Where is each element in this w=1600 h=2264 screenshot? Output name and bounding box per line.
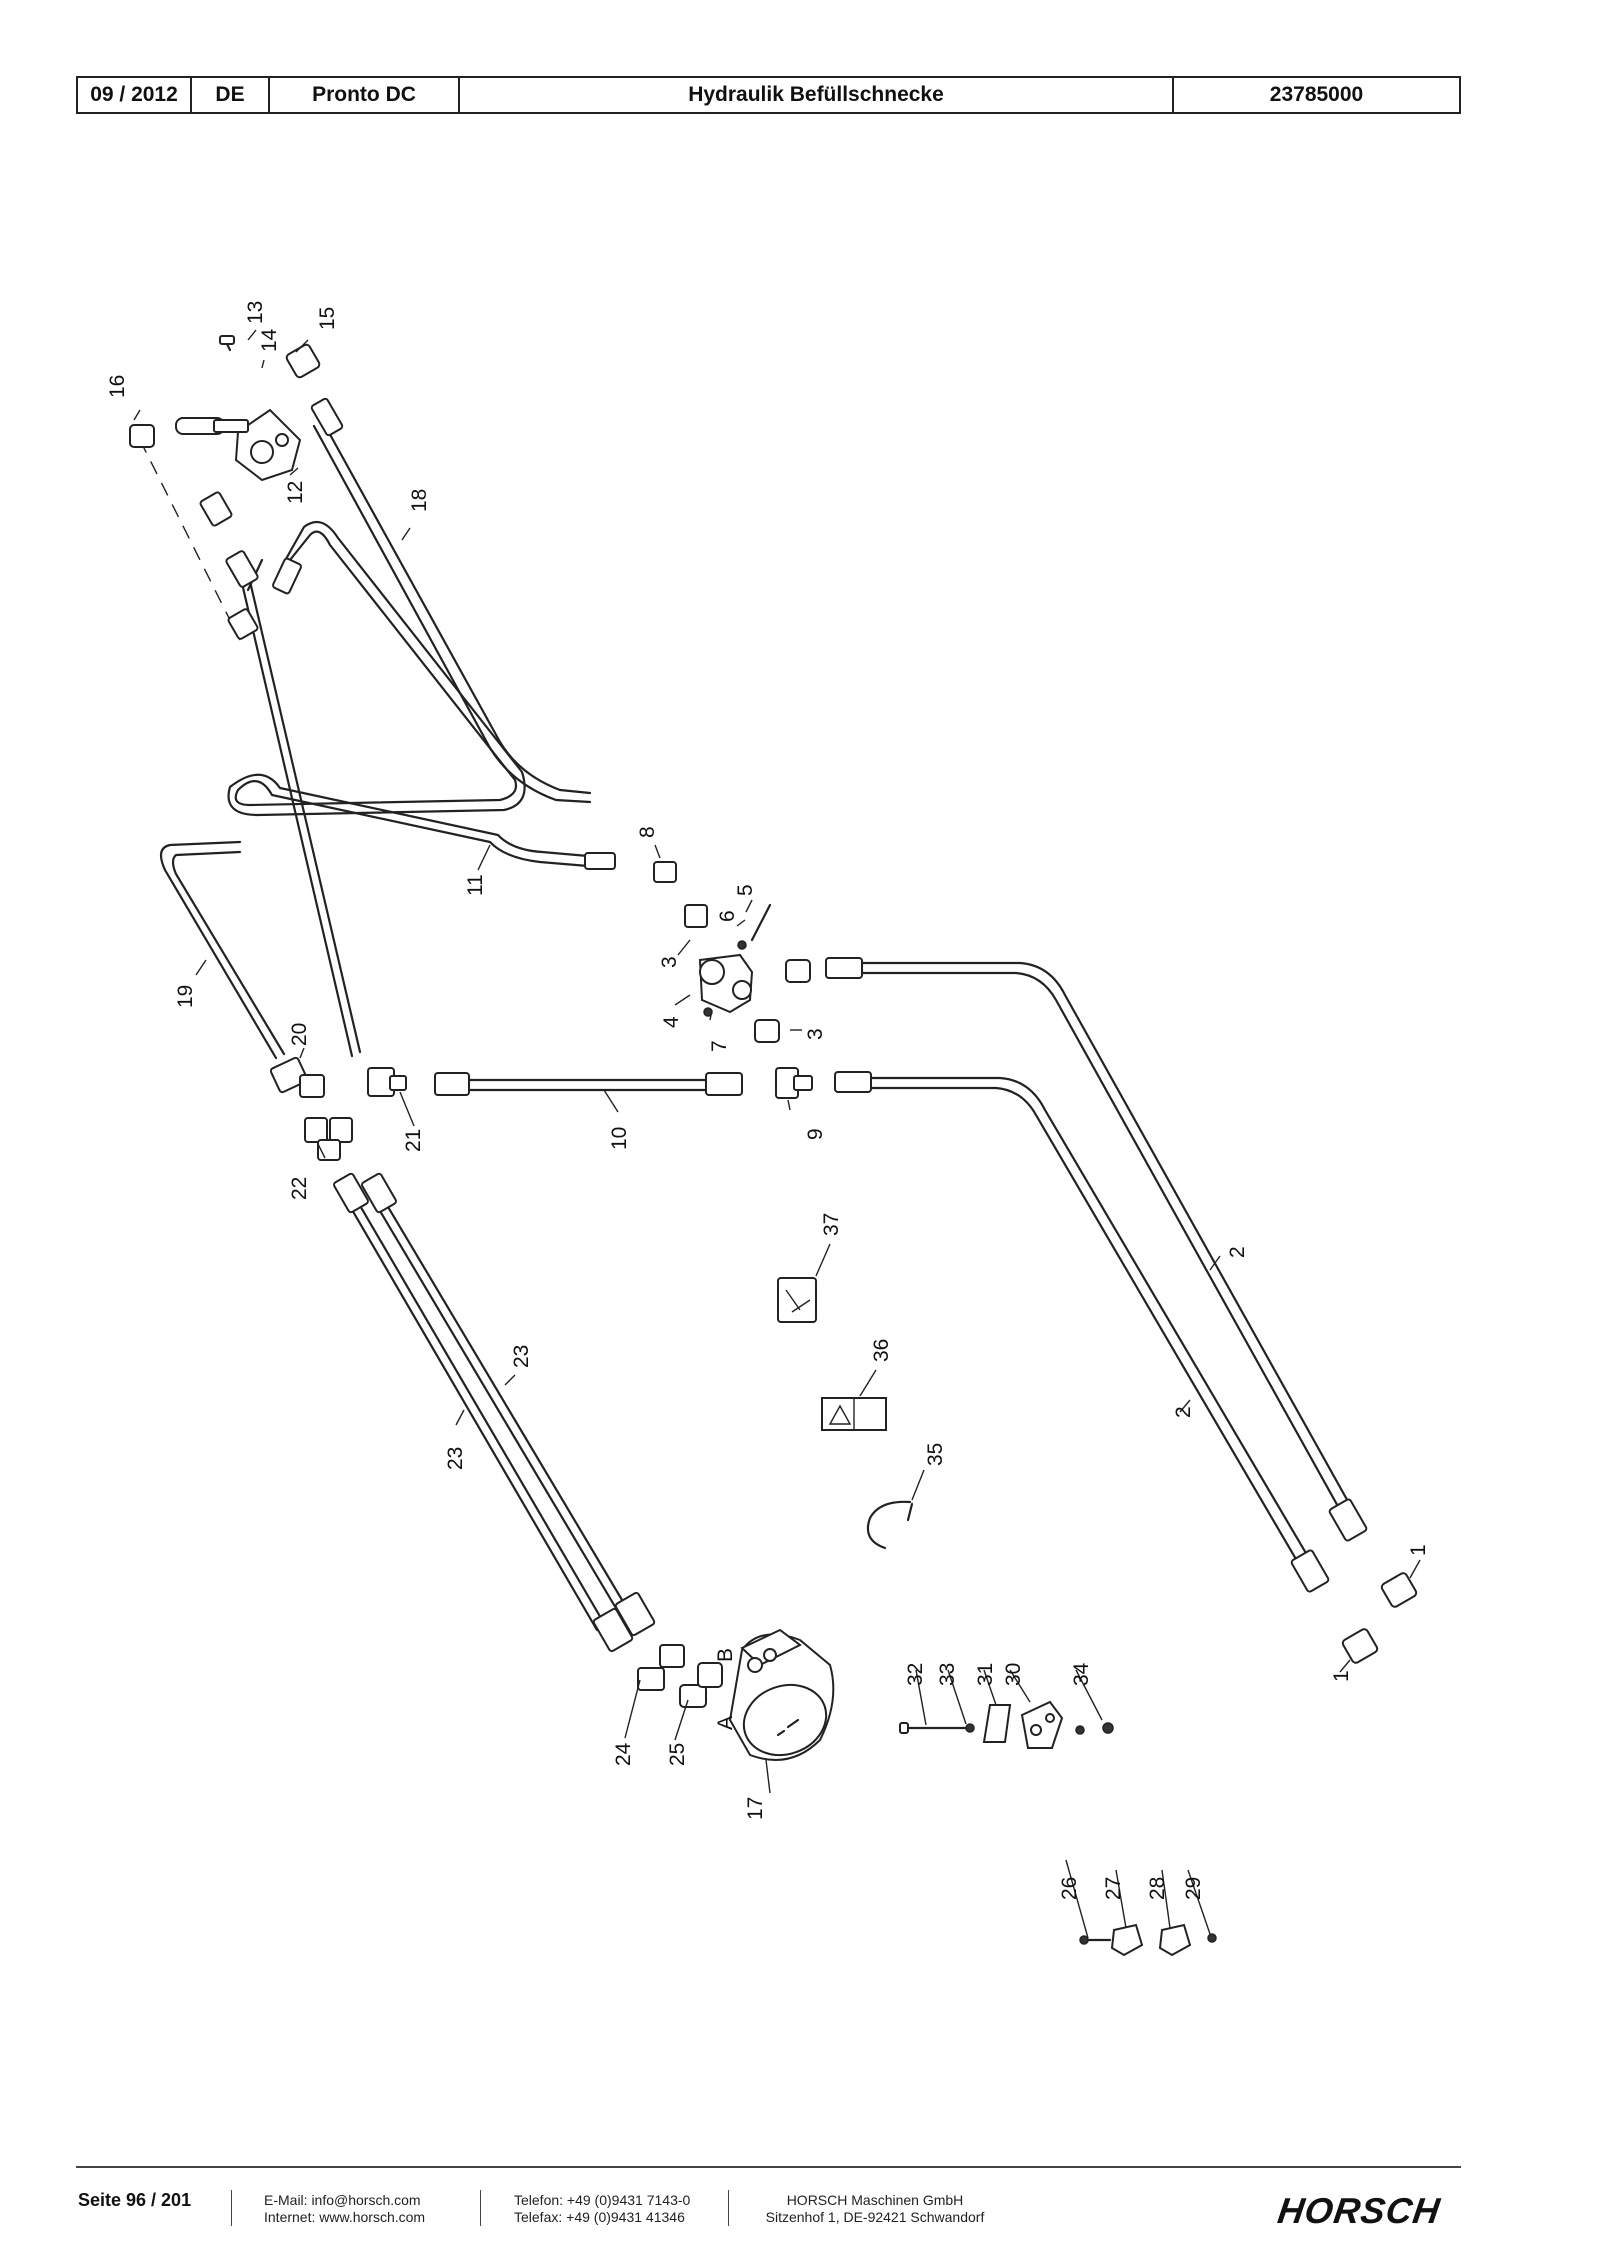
footer-separator: [728, 2190, 729, 2226]
label-12: 12: [284, 481, 307, 504]
label-1b: 1: [1330, 1670, 1353, 1682]
label-19: 19: [174, 985, 197, 1008]
footer-separator: [480, 2190, 481, 2226]
label-7: 7: [708, 1040, 731, 1052]
label-8: 8: [636, 826, 659, 838]
label-27: 27: [1102, 1877, 1125, 1900]
header-table: 09 / 2012 DE Pronto DC Hydraulik Befülls…: [76, 76, 1461, 114]
footer-phone: Telefon: +49 (0)9431 7143-0: [514, 2192, 691, 2208]
label-23a: 23: [510, 1345, 533, 1368]
label-30: 30: [1002, 1663, 1025, 1686]
hose-18: [312, 418, 592, 804]
footer-separator: [231, 2190, 232, 2226]
label-14: 14: [258, 328, 281, 352]
hose-10: [448, 1078, 712, 1092]
label-18: 18: [408, 489, 431, 512]
label-3a: 3: [658, 956, 681, 968]
label-5: 5: [734, 884, 757, 896]
label-28: 28: [1146, 1877, 1169, 1900]
label-33: 33: [936, 1663, 959, 1686]
label-24: 24: [612, 1742, 635, 1766]
label-port-a: A: [714, 1716, 737, 1730]
hose-2-upper: [858, 961, 1352, 1512]
hose-clamp-small: [1079, 1923, 1217, 1957]
footer-company: HORSCH Maschinen GmbH: [786, 2192, 964, 2208]
label-23b: 23: [444, 1447, 467, 1470]
label-20: 20: [288, 1023, 311, 1046]
label-10: 10: [608, 1127, 631, 1150]
footer-contact-web: E-Mail: info@horsch.com Internet: www.ho…: [264, 2192, 425, 2226]
header-title: Hydraulik Befüllschnecke: [460, 78, 1174, 112]
label-25: 25: [666, 1743, 689, 1766]
label-4: 4: [660, 1016, 683, 1028]
circlip-35: [866, 1500, 914, 1550]
footer-company-block: HORSCH Maschinen GmbH Sitzenhof 1, DE-92…: [760, 2192, 990, 2226]
hose-2-lower: [858, 1076, 1312, 1568]
label-31: 31: [974, 1663, 997, 1686]
horsch-logo: HORSCH: [1275, 2190, 1443, 2231]
label-2a: 2: [1226, 1246, 1249, 1258]
label-1a: 1: [1407, 1544, 1430, 1556]
clamp-assembly: [899, 1700, 1114, 1749]
header-date: 09 / 2012: [78, 78, 192, 112]
hose-11: [227, 520, 590, 868]
hose-19: [159, 840, 286, 1060]
valve-block-4: [698, 903, 772, 1017]
label-34: 34: [1070, 1662, 1093, 1686]
label-9: 9: [804, 1128, 827, 1140]
label-port-b: B: [714, 1648, 737, 1662]
label-16: 16: [106, 375, 129, 398]
label-6: 6: [716, 910, 739, 922]
label-13: 13: [244, 301, 267, 324]
footer-address: Sitzenhof 1, DE-92421 Schwandorf: [765, 2209, 985, 2225]
label-37: 37: [820, 1213, 843, 1236]
label-22: 22: [288, 1177, 311, 1200]
label-11: 11: [464, 874, 487, 896]
label-32: 32: [904, 1663, 927, 1686]
fittings: [129, 343, 1418, 1708]
footer-internet: Internet: www.horsch.com: [264, 2209, 426, 2225]
decal-37: [777, 1277, 817, 1323]
label-2b: 2: [1172, 1406, 1195, 1418]
label-35: 35: [924, 1443, 947, 1466]
label-29: 29: [1182, 1877, 1205, 1900]
hose-23-a: [335, 1178, 607, 1632]
part-labels: 1 1 2 2 3 3 4 5 6 7 8 9 10 11 12 13 14 1…: [106, 301, 1430, 1900]
label-17: 17: [744, 1797, 767, 1820]
control-valve-12: [175, 335, 302, 482]
hydraulic-motor-17: [728, 1628, 835, 1761]
label-36: 36: [870, 1339, 893, 1362]
decal-36: [821, 1397, 887, 1431]
footer-email: E-Mail: info@horsch.com: [264, 2192, 421, 2208]
header-part-number: 23785000: [1269, 83, 1364, 106]
label-3b: 3: [804, 1028, 827, 1040]
hose-23-b: [362, 1178, 630, 1617]
footer-contact-phone: Telefon: +49 (0)9431 7143-0 Telefax: +49…: [514, 2192, 690, 2226]
hose-upper: [236, 558, 362, 1058]
label-15: 15: [316, 307, 339, 330]
footer-divider: [76, 2166, 1461, 2168]
page-number: Seite 96 / 201: [78, 2190, 192, 2210]
leader-lines: [133, 329, 1421, 1939]
header-language: DE: [192, 78, 270, 112]
label-21: 21: [402, 1129, 425, 1152]
footer-fax: Telefax: +49 (0)9431 41346: [514, 2209, 685, 2225]
label-26: 26: [1058, 1877, 1081, 1900]
header-model: Pronto DC: [270, 78, 460, 112]
